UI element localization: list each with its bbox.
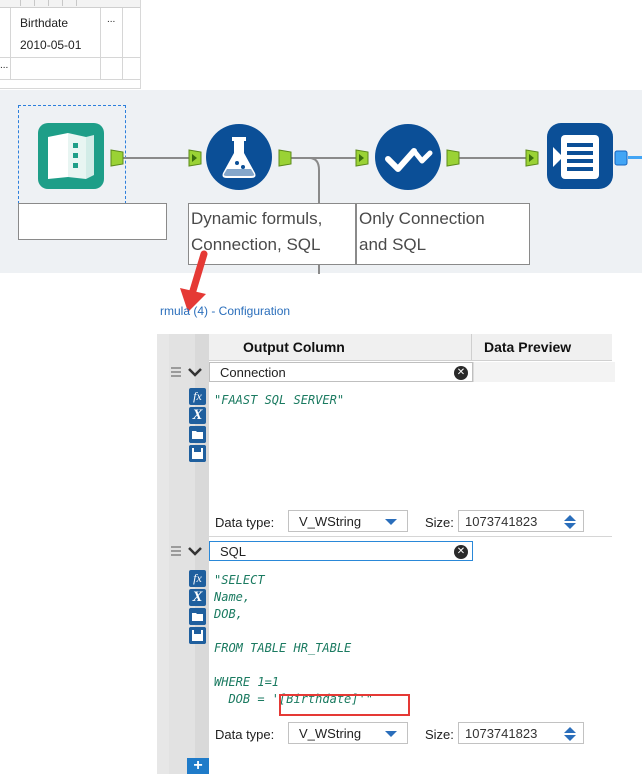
expression-editor[interactable]	[209, 386, 612, 516]
column-header-birthdate[interactable]: Birthdate	[20, 16, 69, 30]
toolbar-button[interactable]	[36, 0, 49, 6]
drag-handle-icon[interactable]	[171, 367, 181, 379]
data-type-label: Data type:	[215, 515, 275, 530]
grid-divider	[10, 8, 11, 80]
red-arrow-icon	[180, 250, 208, 312]
input-book-icon[interactable]	[38, 123, 104, 189]
size-input[interactable]: 1073741823	[458, 510, 584, 532]
open-folder-icon[interactable]	[189, 426, 206, 443]
connection-wire[interactable]	[290, 157, 360, 159]
save-icon[interactable]	[189, 445, 206, 462]
formula-row-connection: Connection ✕	[171, 362, 615, 384]
cell-birthdate[interactable]: 2010-05-01	[20, 38, 82, 52]
expression-toolbar: fx X	[189, 388, 207, 488]
drag-handle-icon[interactable]	[171, 546, 181, 558]
chevron-down-icon[interactable]	[187, 364, 203, 380]
output-column-name-input[interactable]: SQL	[209, 541, 473, 561]
tool-annotation-input[interactable]	[18, 203, 167, 240]
input-anchor-icon[interactable]	[525, 149, 539, 167]
output-anchor-icon[interactable]	[278, 149, 292, 167]
size-label: Size:	[425, 727, 454, 742]
output-column-header[interactable]: Output Column	[243, 339, 345, 355]
row-more: ...	[0, 60, 9, 71]
grid-divider	[122, 8, 123, 80]
function-fx-icon[interactable]: fx	[189, 570, 206, 587]
spinner-icon[interactable]	[563, 726, 577, 742]
open-folder-icon[interactable]	[189, 608, 206, 625]
output-database-icon[interactable]	[547, 123, 613, 191]
type-row: Data type: V_WString Size: 1073741823	[215, 510, 595, 534]
toolbar-button[interactable]	[50, 0, 63, 6]
data-type-value: V_WString	[299, 514, 362, 529]
chevron-down-icon[interactable]	[187, 543, 203, 559]
checkmark-wave-icon[interactable]	[374, 123, 442, 191]
data-type-select[interactable]: V_WString	[288, 722, 408, 744]
size-input[interactable]: 1073741823	[458, 722, 584, 744]
formula-configuration-panel: Output Column Data Preview Connection ✕ …	[157, 334, 615, 774]
annotation-line: and SQL	[359, 235, 427, 254]
expression-toolbar: fx X	[189, 570, 207, 670]
type-row: Data type: V_WString Size: 1073741823	[215, 722, 595, 746]
dropdown-arrow-icon	[385, 519, 397, 525]
connection-wire[interactable]	[459, 157, 531, 159]
output-anchor-icon[interactable]	[614, 149, 642, 167]
size-value: 1073741823	[465, 514, 538, 529]
connection-wire[interactable]	[123, 157, 193, 159]
output-anchor-icon[interactable]	[446, 149, 460, 167]
toolbar-button[interactable]	[22, 0, 35, 6]
expression-code[interactable]: "FAAST SQL SERVER"	[214, 393, 345, 407]
data-preview-header-cell[interactable]: Data Preview	[471, 334, 613, 360]
row-divider	[209, 536, 612, 537]
annotation-line: Dynamic formuls,	[191, 209, 323, 228]
annotation-line: Connection, SQL	[191, 235, 321, 254]
grid-toolbar	[0, 0, 140, 8]
annotation-line: Only Connection	[359, 209, 485, 228]
data-type-label: Data type:	[215, 727, 275, 742]
grid-divider	[0, 79, 140, 80]
workflow-canvas[interactable]: Dynamic formuls, Connection, SQL Only Co…	[0, 90, 642, 276]
results-grid: Birthdate ... 2010-05-01 ...	[0, 0, 141, 89]
clear-icon[interactable]: ✕	[454, 366, 468, 380]
formula-row-sql: SQL ✕	[171, 541, 614, 563]
clear-icon[interactable]: ✕	[454, 545, 468, 559]
configuration-title: rmula (4) - Configuration	[160, 304, 291, 318]
column-header-more[interactable]: ...	[107, 14, 116, 25]
variable-x-icon[interactable]: X	[189, 589, 206, 606]
size-value: 1073741823	[465, 726, 538, 741]
input-anchor-icon[interactable]	[188, 149, 202, 167]
output-anchor-icon[interactable]	[110, 149, 124, 167]
toolbar-button[interactable]	[8, 0, 21, 6]
data-type-value: V_WString	[299, 726, 362, 741]
tool-annotation-only[interactable]: Only Connection and SQL	[356, 203, 530, 265]
data-type-select[interactable]: V_WString	[288, 510, 408, 532]
grid-divider	[0, 57, 140, 58]
size-label: Size:	[425, 515, 454, 530]
save-icon[interactable]	[189, 627, 206, 644]
toolbar-button[interactable]	[64, 0, 77, 6]
panel-margin	[195, 334, 209, 774]
expression-code[interactable]: "SELECT Name, DOB, FROM TABLE HR_TABLE W…	[214, 573, 373, 706]
data-preview-cell	[473, 362, 615, 382]
branch-wire[interactable]	[285, 156, 325, 276]
add-formula-button[interactable]: +	[187, 758, 209, 774]
expression-editor[interactable]	[209, 566, 612, 726]
grid-divider	[100, 8, 101, 80]
data-preview-header: Data Preview	[484, 339, 572, 355]
input-anchor-icon[interactable]	[355, 149, 369, 167]
spinner-icon[interactable]	[563, 514, 577, 530]
formula-flask-icon[interactable]	[205, 123, 273, 191]
highlight-box	[279, 694, 410, 716]
function-fx-icon[interactable]: fx	[189, 388, 206, 405]
tool-annotation-formula[interactable]: Dynamic formuls, Connection, SQL	[188, 203, 356, 265]
dropdown-arrow-icon	[385, 731, 397, 737]
column-header-row: Output Column Data Preview	[209, 334, 612, 361]
output-column-name-input[interactable]: Connection	[209, 362, 473, 382]
panel-gutter	[157, 334, 169, 774]
variable-x-icon[interactable]: X	[189, 407, 206, 424]
